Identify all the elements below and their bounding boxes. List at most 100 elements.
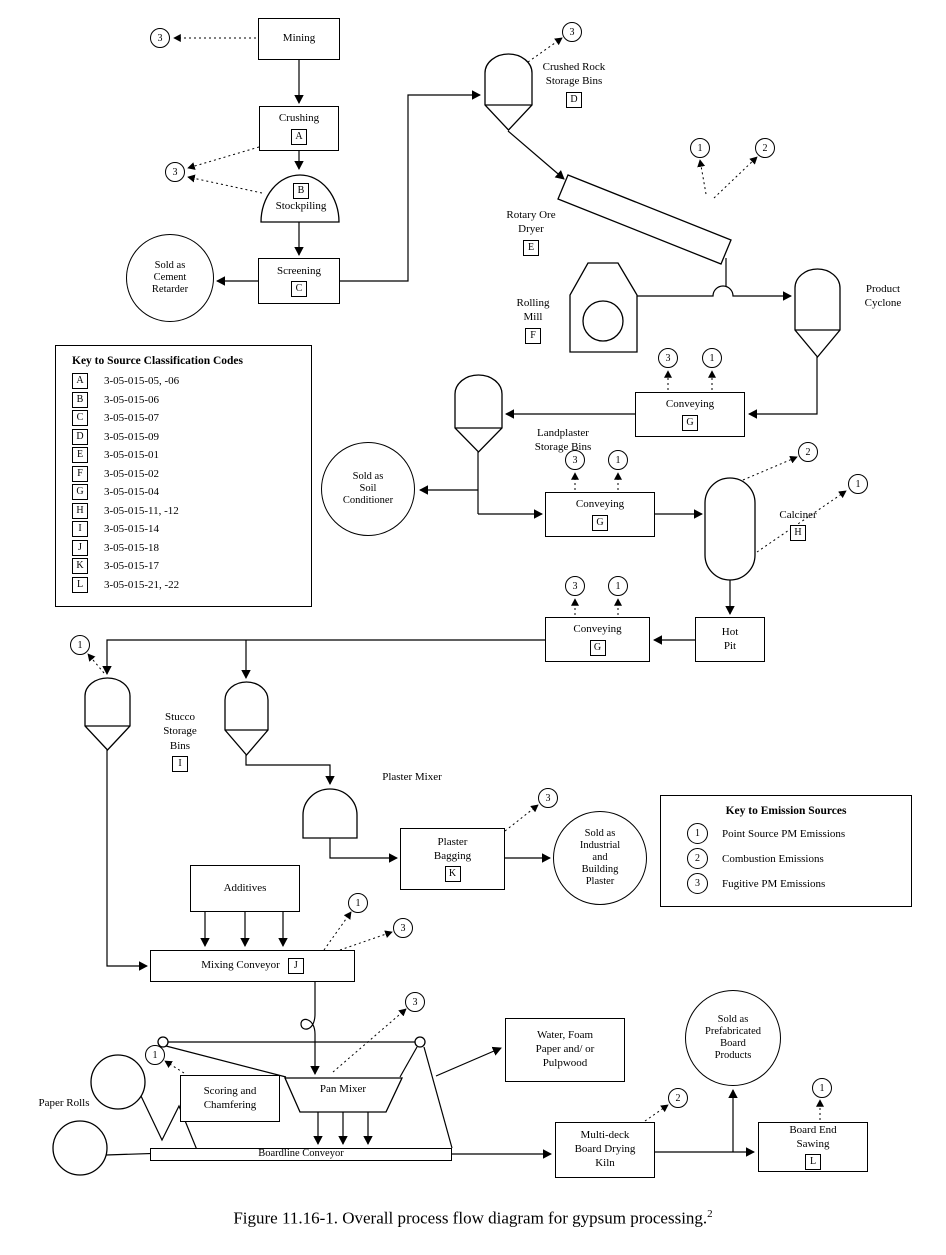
scc-letter-badge: C <box>72 410 88 427</box>
landplaster-bins-text: Landplaster Storage Bins <box>534 427 592 454</box>
scc-badge-b: B <box>293 183 309 199</box>
node-landplaster-bins-label: Landplaster Storage Bins <box>512 426 614 455</box>
conveying-3-label: Conveying <box>573 623 622 636</box>
node-pan-mixer-label: Pan Mixer <box>295 1082 391 1096</box>
scc-badge-g2: G <box>592 514 608 531</box>
emission-marker-3: 3 <box>658 348 678 368</box>
emission-arrows <box>87 34 847 1122</box>
scc-code: 3-05-015-06 <box>104 393 159 406</box>
silo-crushed-rock-shape <box>484 53 533 131</box>
sold-board-label: Sold as Prefabricated Board Products <box>705 1013 761 1062</box>
silo-stucco-2-shape <box>224 681 269 756</box>
emission-marker-1: 1 <box>848 474 868 494</box>
emission-marker-3: 3 <box>165 162 185 182</box>
emission-marker-3: 3 <box>393 918 413 938</box>
emission-marker-1: 1 <box>702 348 722 368</box>
emission-marker-1: 1 <box>812 1078 832 1098</box>
silo-landplaster-shape <box>454 374 503 453</box>
emission-marker-2: 2 <box>755 138 775 158</box>
sold-plaster-label: Sold as Industrial and Building Plaster <box>579 827 621 888</box>
crushed-rock-bins-text: Crushed Rock Storage Bins <box>542 61 606 88</box>
mixing-conveyor-label: Mixing Conveyor <box>201 959 280 972</box>
scc-badge-c: C <box>291 281 307 298</box>
emission-marker-1: 1 <box>608 576 628 596</box>
node-hot-pit: Hot Pit <box>695 617 765 662</box>
figure-caption-superscript: 2 <box>707 1208 713 1220</box>
rotary-dryer-text: Rotary Ore Dryer <box>506 209 556 236</box>
sold-cement-label: Sold as Cement Retarder <box>151 259 189 296</box>
additives-label: Additives <box>223 881 267 894</box>
emission-marker-1: 1 <box>608 450 628 470</box>
scc-badge-l: L <box>805 1154 821 1171</box>
stucco-bins-text: Stucco Storage Bins <box>163 711 197 752</box>
scc-code: 3-05-015-01 <box>104 449 159 462</box>
emission-marker-1: 1 <box>70 635 90 655</box>
scc-badge-k: K <box>444 866 461 883</box>
scc-code: 3-05-015-02 <box>104 467 159 480</box>
node-scoring-chamfering: Scoring and Chamfering <box>180 1075 280 1122</box>
emission-key-label: Fugitive PM Emissions <box>722 877 826 890</box>
calciner-shape <box>704 477 756 581</box>
scc-key-row: L 3-05-015-21, -22 <box>56 576 311 595</box>
emission-marker-3: 3 <box>562 22 582 42</box>
emission-marker-3: 3 <box>405 992 425 1012</box>
node-sold-board-products: Sold as Prefabricated Board Products <box>685 990 781 1086</box>
scc-badge-a: A <box>291 128 307 145</box>
paper-roll-shape <box>52 1120 108 1176</box>
scc-letter-badge: B <box>72 391 88 408</box>
rolling-mill-roller-icon <box>582 300 624 342</box>
scc-badge-j: J <box>287 958 304 974</box>
scoring-label: Scoring and Chamfering <box>203 1084 257 1111</box>
scc-code: 3-05-015-05, -06 <box>104 375 180 388</box>
scc-code: 3-05-015-14 <box>104 523 159 536</box>
node-sold-plaster: Sold as Industrial and Building Plaster <box>553 811 647 905</box>
emission-marker-1: 1 <box>145 1045 165 1065</box>
kiln-label: Multi-deck Board Drying Kiln <box>574 1129 636 1169</box>
scc-code: 3-05-015-21, -22 <box>104 578 180 591</box>
scc-letter-badge: H <box>72 502 88 519</box>
scc-key-row: I 3-05-015-14 <box>56 520 311 539</box>
scc-badge-h: H <box>790 525 806 542</box>
flow-lines <box>102 60 818 1159</box>
scc-letter-badge: D <box>72 428 88 445</box>
figure-caption-text: Figure 11.16-1. Overall process flow dia… <box>233 1208 708 1228</box>
emission-marker-3: 3 <box>565 450 585 470</box>
node-drying-kiln: Multi-deck Board Drying Kiln <box>555 1122 655 1178</box>
emission-marker-2: 2 <box>798 442 818 462</box>
plaster-mixer-text: Plaster Mixer <box>382 771 442 783</box>
emission-marker-2: 2 <box>668 1088 688 1108</box>
scc-letter-badge: L <box>72 576 88 593</box>
paper-roll-shape <box>90 1054 146 1110</box>
scc-badge-g: G <box>682 414 698 431</box>
emission-marker-3: 3 <box>565 576 585 596</box>
scc-badge-g3: G <box>589 639 606 656</box>
sold-soil-label: Sold as Soil Conditioner <box>342 470 394 507</box>
rolling-mill-text: Rolling Mill <box>516 297 550 324</box>
scc-badge-e: E <box>523 239 539 256</box>
scc-letter-badge: I <box>72 521 88 538</box>
silo-stucco-1-shape <box>84 677 131 751</box>
conveying-1-label: Conveying <box>665 398 715 411</box>
water-foam-label: Water, Foam Paper and/ or Pulpwood <box>535 1029 595 1069</box>
emission-marker-1: 1 <box>690 138 710 158</box>
